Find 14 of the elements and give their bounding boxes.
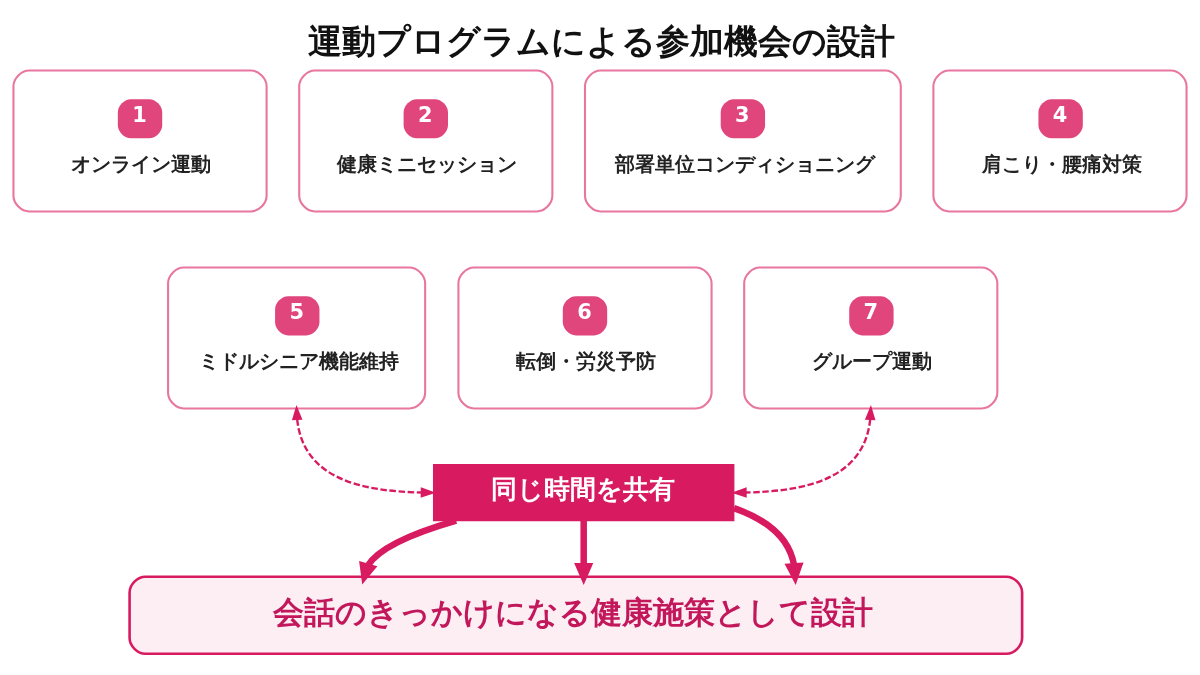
diagram-title: 運動プログラムによる参加機会の設計 [308, 21, 896, 61]
node-box: 1 オンライン運動 [12, 68, 268, 212]
arrow [732, 504, 804, 585]
arrow [731, 404, 876, 498]
arrow [291, 404, 436, 498]
node-box: 3 部署単位コンディショニング [583, 68, 902, 212]
node-box: 6 転倒・労災予防 [457, 266, 713, 409]
node-box: 7 グループ運動 [743, 266, 999, 409]
node-box: 会話のきっかけになる健康施策として設計 [128, 575, 1024, 655]
node-box: 4 肩こり・腰痛対策 [932, 68, 1188, 212]
node-box: 同じ時間を共有 [433, 463, 735, 521]
arrow [574, 520, 594, 585]
node-box: 5 ミドルシニア機能維持 [167, 266, 427, 409]
node-box: 2 健康ミニセッション [298, 68, 554, 212]
